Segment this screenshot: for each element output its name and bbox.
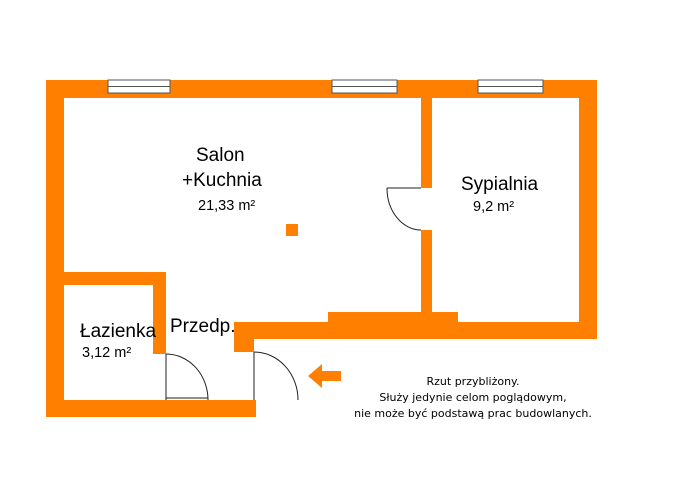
wall-balcony-bump: [328, 312, 458, 324]
column-marker: [286, 224, 298, 236]
disclaimer-line: Rzut przybliżony.: [426, 375, 520, 388]
door-bedroom: [386, 187, 422, 231]
wall-bathroom-top: [46, 272, 166, 285]
wall-entry-post: [234, 322, 254, 352]
wall-bathroom-side: [153, 272, 166, 354]
room-name-kuchnia: +Kuchnia: [182, 170, 262, 191]
wall-bottom-right: [234, 322, 597, 339]
disclaimer-line: Służy jedynie celom poglądowym,: [379, 391, 567, 404]
room-name-salon: Salon: [196, 145, 245, 166]
room-area-lazienka: 3,12 m²: [82, 345, 132, 361]
wall-bottom-left: [46, 400, 256, 417]
doors: [165, 187, 422, 401]
room-area-salon: 21,33 m²: [198, 198, 256, 214]
disclaimer-note: Rzut przybliżony. Służy jedynie celom po…: [338, 374, 608, 422]
window: [107, 79, 171, 94]
wall-left: [46, 80, 64, 417]
room-name-sypialnia: Sypialnia: [461, 174, 539, 195]
room-area-sypialnia: 9,2 m²: [473, 199, 515, 215]
room-name-przedpokoj: Przedp.: [170, 316, 236, 337]
windows: [107, 79, 544, 94]
walls: [46, 80, 597, 417]
disclaimer-line: nie może być podstawą prac budowlanych.: [354, 407, 592, 420]
window: [477, 79, 544, 94]
room-name-lazienka: Łazienka: [80, 321, 157, 342]
left-arrow-icon: [308, 364, 341, 388]
wall-top: [46, 80, 597, 98]
window: [331, 79, 398, 94]
wall-right: [579, 80, 597, 339]
door-entrance: [253, 351, 299, 401]
door-bathroom: [165, 353, 209, 401]
wall-bedroom-lower: [421, 230, 432, 330]
wall-bedroom-upper: [421, 80, 432, 188]
